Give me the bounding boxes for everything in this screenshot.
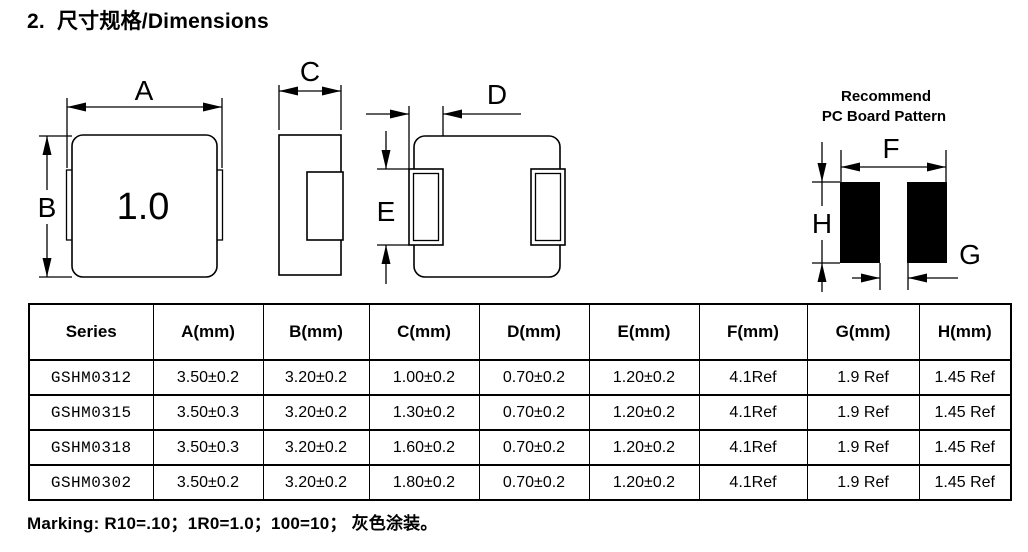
series-cell: GSHM0302: [28, 464, 154, 501]
terminal-pad-inner: [412, 172, 440, 242]
dim-cell: 3.20±0.2: [262, 394, 370, 431]
component-body: [71, 134, 218, 278]
arrow-right-icon: [927, 162, 946, 172]
dim-cell: 1.45 Ref: [918, 394, 1012, 431]
dim-label-e: E: [377, 196, 396, 227]
dim-cell: 3.50±0.2: [152, 464, 264, 501]
arrow-up-icon: [42, 136, 52, 155]
dim-cell: 1.9 Ref: [806, 394, 920, 431]
arrow-right-icon: [861, 273, 880, 283]
dim-cell: 1.9 Ref: [806, 464, 920, 501]
dim-cell: 0.70±0.2: [478, 464, 590, 501]
pcb-pattern-drawing: Recommend PC Board Pattern F H: [812, 88, 981, 292]
arrow-down-icon: [817, 163, 827, 182]
dim-cell: 3.20±0.2: [262, 429, 370, 466]
dim-cell: 1.45 Ref: [918, 359, 1012, 396]
marking-note: Marking: R10=.10；1R0=1.0；100=10； 灰色涂装。: [27, 514, 438, 533]
arrow-up-icon: [381, 245, 391, 264]
dim-cell: 4.1Ref: [698, 429, 808, 466]
column-header-b: B(mm): [262, 303, 370, 361]
column-header-series: Series: [28, 303, 154, 361]
dim-cell: 1.45 Ref: [918, 464, 1012, 501]
dim-cell: 0.70±0.2: [478, 394, 590, 431]
dim-cell: 1.20±0.2: [588, 394, 700, 431]
top-view-drawing: A 1.0 B: [38, 75, 224, 278]
dim-label-g: G: [959, 239, 981, 270]
arrow-left-icon: [279, 86, 298, 96]
arrow-left-icon: [443, 109, 462, 119]
series-cell: GSHM0318: [28, 429, 154, 466]
dim-label-d: D: [487, 79, 507, 110]
dim-cell: 1.80±0.2: [368, 464, 480, 501]
table-row: GSHM0318 3.50±0.3 3.20±0.2 1.60±0.2 0.70…: [28, 429, 1012, 466]
arrow-right-icon: [390, 109, 409, 119]
dim-cell: 1.9 Ref: [806, 429, 920, 466]
dim-cell: 4.1Ref: [698, 359, 808, 396]
dim-cell: 1.20±0.2: [588, 429, 700, 466]
series-cell: GSHM0312: [28, 359, 154, 396]
column-header-c: C(mm): [368, 303, 480, 361]
series-cell: GSHM0315: [28, 394, 154, 431]
section-title: 2. 尺寸规格/Dimensions: [27, 10, 269, 33]
dimensions-table: Series A(mm) B(mm) C(mm) D(mm) E(mm) F(m…: [28, 303, 1012, 501]
table-row: GSHM0302 3.50±0.2 3.20±0.2 1.80±0.2 0.70…: [28, 464, 1012, 501]
dim-label-h: H: [812, 208, 832, 239]
dim-cell: 0.70±0.2: [478, 359, 590, 396]
dim-cell: 1.45 Ref: [918, 429, 1012, 466]
arrow-right-icon: [322, 86, 341, 96]
table-row: GSHM0315 3.50±0.3 3.20±0.2 1.30±0.2 0.70…: [28, 394, 1012, 431]
side-view-drawing: C: [278, 56, 344, 276]
arrow-left-icon: [841, 162, 860, 172]
bottom-view-drawing: D E: [366, 79, 566, 284]
dim-cell: 1.30±0.2: [368, 394, 480, 431]
column-header-g: G(mm): [806, 303, 920, 361]
part-marking-text: 1.0: [117, 186, 170, 228]
dim-cell: 4.1Ref: [698, 394, 808, 431]
column-header-h: H(mm): [918, 303, 1012, 361]
column-header-f: F(mm): [698, 303, 808, 361]
table-header-row: Series A(mm) B(mm) C(mm) D(mm) E(mm) F(m…: [28, 303, 1012, 361]
dim-cell: 3.50±0.3: [152, 429, 264, 466]
dim-cell: 3.20±0.2: [262, 464, 370, 501]
dim-label-c: C: [300, 56, 320, 87]
dim-cell: 3.50±0.2: [152, 359, 264, 396]
pcb-pad: [907, 182, 947, 263]
dim-cell: 1.9 Ref: [806, 359, 920, 396]
arrow-left-icon: [67, 102, 86, 112]
dim-cell: 1.20±0.2: [588, 359, 700, 396]
terminal-profile: [306, 171, 344, 241]
pcb-pad: [840, 182, 880, 263]
column-header-e: E(mm): [588, 303, 700, 361]
dim-cell: 3.50±0.3: [152, 394, 264, 431]
column-header-d: D(mm): [478, 303, 590, 361]
pcb-title-line1: Recommend: [841, 88, 931, 105]
terminal-pad-inner: [534, 172, 562, 242]
dim-label-b: B: [38, 192, 57, 223]
dim-cell: 0.70±0.2: [478, 429, 590, 466]
arrow-down-icon: [381, 150, 391, 169]
dim-cell: 1.60±0.2: [368, 429, 480, 466]
dimension-drawings: A 1.0 B C: [38, 56, 981, 292]
dim-cell: 3.20±0.2: [262, 359, 370, 396]
dim-label-f: F: [882, 133, 899, 164]
dim-cell: 1.00±0.2: [368, 359, 480, 396]
table-row: GSHM0312 3.50±0.2 3.20±0.2 1.00±0.2 0.70…: [28, 359, 1012, 396]
pcb-title-line2: PC Board Pattern: [822, 108, 946, 125]
dim-cell: 4.1Ref: [698, 464, 808, 501]
column-header-a: A(mm): [152, 303, 264, 361]
arrow-right-icon: [203, 102, 222, 112]
dim-cell: 1.20±0.2: [588, 464, 700, 501]
arrow-up-icon: [817, 263, 827, 282]
dim-label-a: A: [135, 75, 154, 106]
arrow-left-icon: [908, 273, 927, 283]
arrow-down-icon: [42, 258, 52, 277]
